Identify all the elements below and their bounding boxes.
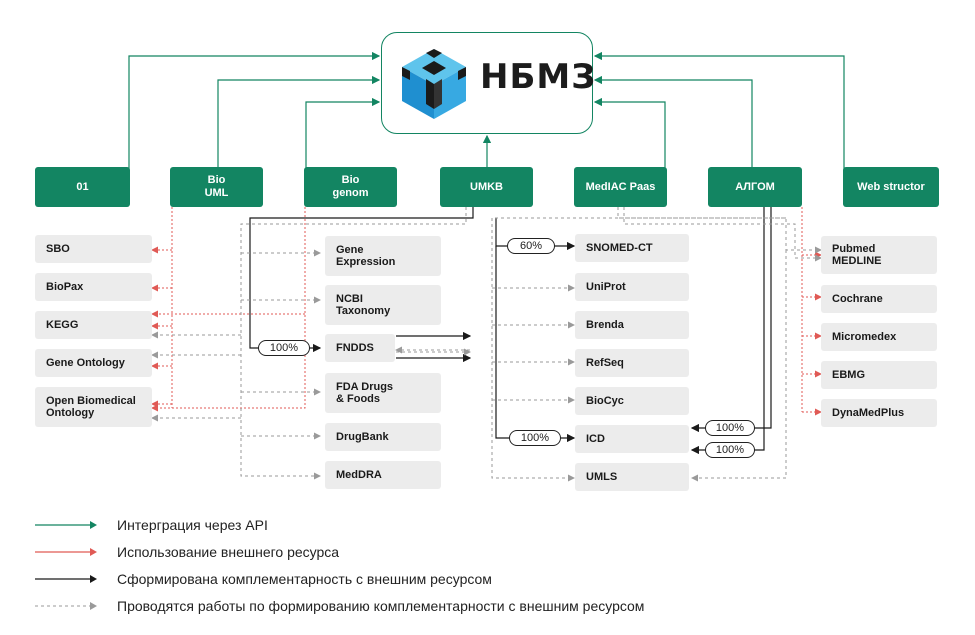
nbmz-center-node: НБМЗ [381, 32, 597, 134]
resource-micromedex[interactable]: Micromedex [821, 323, 937, 351]
center-title: НБМЗ [480, 57, 597, 97]
resource-biopax[interactable]: BioPax [35, 273, 152, 301]
black-line-algom [690, 207, 772, 433]
resource-drugbank[interactable]: DrugBank [325, 423, 441, 451]
resource-cochrane[interactable]: Cochrane [821, 285, 937, 313]
legend-item-in-progress: Проводятся работы по формированию компле… [35, 597, 644, 615]
percent-label-fndds: 100% [258, 340, 310, 356]
api-line-biouml [217, 75, 381, 169]
legend-red-arrow-icon [35, 548, 97, 556]
resource-gene-expression[interactable]: Gene Expression [325, 236, 441, 276]
legend-label-complementarity: Сформирована комплементарность с внешним… [117, 571, 492, 587]
node-webstructor[interactable]: Web structor [843, 167, 939, 207]
cube-logo-icon [402, 49, 466, 119]
resource-dynamedplus[interactable]: DynaMedPlus [821, 399, 937, 427]
legend-green-arrow-icon [35, 521, 97, 529]
resource-gene-ontology[interactable]: Gene Ontology [35, 349, 152, 377]
gray-line-umkv [240, 207, 467, 480]
resource-biocyc[interactable]: BioCyc [575, 387, 689, 415]
resource-fda-drugs-foods[interactable]: FDA Drugs & Foods [325, 373, 441, 413]
percent-label-snomed: 60% [507, 238, 555, 254]
node-algom[interactable]: АЛГОМ [708, 167, 802, 207]
resource-pubmed-medline[interactable]: Pubmed MEDLINE [821, 236, 937, 274]
resource-open-biomedical-ontology[interactable]: Open Biomedical Ontology [35, 387, 152, 427]
percent-label-icd: 100% [509, 430, 561, 446]
node-biogenom[interactable]: Bio genom [304, 167, 397, 207]
resource-sbo[interactable]: SBO [35, 235, 152, 263]
api-line-algom [593, 75, 753, 169]
resource-brenda[interactable]: Brenda [575, 311, 689, 339]
legend-label-api: Интерграция через API [117, 517, 268, 533]
gray-line-right [617, 207, 822, 254]
api-line-webstructor [593, 51, 845, 169]
node-mediac-paas[interactable]: MedIAC Paas [574, 167, 667, 207]
resource-fndds[interactable]: FNDDS [325, 334, 395, 362]
resource-uniprot[interactable]: UniProt [575, 273, 689, 301]
percent-label-icd-algom-1: 100% [705, 420, 755, 436]
resource-kegg[interactable]: KEGG [35, 311, 152, 339]
api-line-biogenom [305, 97, 381, 169]
legend-label-in-progress: Проводятся работы по формированию компле… [117, 598, 645, 614]
node-biouml[interactable]: Bio UML [170, 167, 263, 207]
black-line-umkv [249, 207, 474, 353]
resource-meddra[interactable]: MedDRA [325, 461, 441, 489]
legend-gray-dashed-arrow-icon [35, 602, 97, 610]
legend-black-arrow-icon [35, 575, 97, 583]
resource-snomed-ct[interactable]: SNOMED-CT [575, 234, 689, 262]
legend-item-complementarity: Сформирована комплементарность с внешним… [35, 570, 492, 588]
node-umkv[interactable]: UMKB [440, 167, 533, 207]
percent-label-icd-algom-2: 100% [705, 442, 755, 458]
api-line-01 [128, 51, 381, 169]
resource-umls[interactable]: UMLS [575, 463, 689, 491]
resource-ncbi-taxonomy[interactable]: NCBI Taxonomy [325, 285, 441, 325]
legend-label-external: Использование внешнего ресурса [117, 544, 340, 560]
resource-refseq[interactable]: RefSeq [575, 349, 689, 377]
legend-item-api: Интерграция через API [35, 516, 268, 534]
legend-item-external: Использование внешнего ресурса [35, 543, 339, 561]
api-line-mediac [593, 97, 666, 169]
resource-icd[interactable]: ICD [575, 425, 689, 453]
node-01[interactable]: 01 [35, 167, 130, 207]
red-line-biogenom [151, 207, 306, 412]
resource-ebmg[interactable]: EBMG [821, 361, 937, 389]
